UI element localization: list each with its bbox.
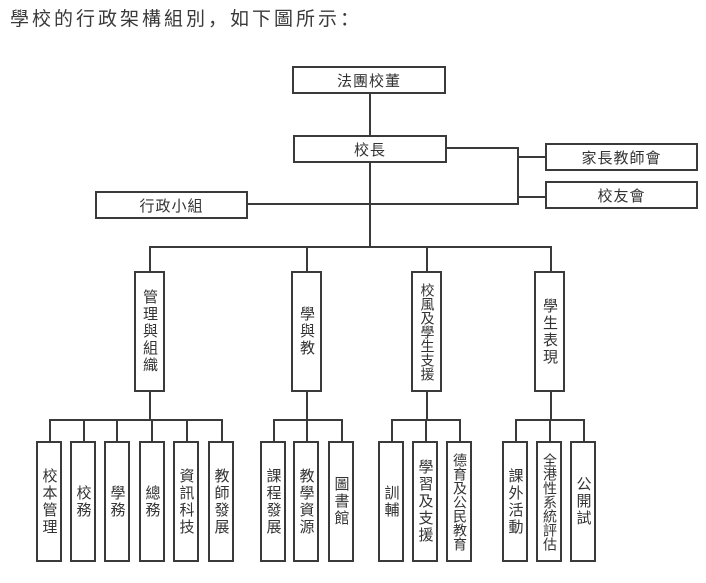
unit-box: 教師發展	[208, 441, 234, 562]
unit-label: 德育及公民教育	[451, 452, 467, 551]
division-box: 管理與組織	[134, 271, 165, 392]
connector-line	[151, 419, 153, 442]
pta-box: 家長教師會	[545, 143, 698, 171]
division-label: 學生表現	[541, 297, 559, 366]
division-box: 學與教	[291, 271, 322, 392]
unit-label: 校本管理	[40, 467, 59, 536]
unit-label: 教師發展	[212, 467, 231, 536]
connector-line	[391, 419, 393, 442]
unit-label: 全港性系統評估	[541, 452, 557, 551]
connector-line	[426, 246, 428, 272]
unit-label: 課程發展	[264, 467, 283, 536]
connector-line	[517, 196, 546, 198]
principal-label: 校長	[353, 140, 386, 159]
connector-line	[369, 162, 371, 248]
alumni-label: 校友會	[597, 186, 646, 205]
connector-line	[83, 419, 85, 442]
admin-group-label: 行政小組	[139, 196, 204, 215]
unit-label: 教學資源	[297, 467, 316, 536]
principal-box: 校長	[293, 135, 447, 163]
unit-label: 課外活動	[506, 467, 525, 536]
unit-box: 訓輔	[378, 441, 404, 562]
connector-line	[341, 419, 343, 442]
unit-label: 公開試	[574, 476, 593, 527]
connector-line	[116, 419, 118, 442]
unit-label: 圖書館	[332, 476, 351, 527]
connector-line	[49, 419, 223, 421]
connector-line	[186, 419, 188, 442]
connector-line	[459, 419, 461, 442]
division-box: 學生表現	[534, 271, 565, 392]
connector-line	[221, 419, 223, 442]
connector-line	[515, 419, 517, 442]
connector-line	[149, 246, 552, 248]
connector-line	[517, 156, 546, 158]
unit-box: 教學資源	[293, 441, 319, 562]
unit-label: 學務	[108, 484, 127, 519]
connector-line	[306, 419, 308, 442]
connector-line	[149, 391, 151, 421]
division-box: 校風及學生支援	[411, 271, 442, 392]
unit-label: 校務	[74, 484, 93, 519]
unit-label: 資訊科技	[177, 467, 196, 536]
unit-box: 課外活動	[502, 441, 528, 562]
connector-line	[273, 419, 275, 442]
connector-line	[446, 147, 519, 149]
board-box: 法團校董	[292, 66, 446, 94]
connector-line	[273, 419, 343, 421]
connector-line	[49, 419, 51, 442]
unit-box: 校務	[70, 441, 96, 562]
connector-line	[247, 203, 519, 205]
connector-line	[306, 391, 308, 421]
connector-line	[149, 246, 151, 272]
unit-box: 校本管理	[36, 441, 62, 562]
connector-line	[517, 147, 519, 205]
connector-line	[550, 246, 552, 272]
pta-label: 家長教師會	[581, 148, 662, 167]
connector-line	[306, 246, 308, 272]
division-label: 校風及學生支援	[418, 282, 435, 381]
connector-line	[426, 391, 428, 421]
division-label: 管理與組織	[141, 289, 159, 374]
connector-line	[550, 391, 552, 421]
unit-label: 學習及支援	[416, 459, 435, 544]
unit-box: 公開試	[570, 441, 596, 562]
unit-box: 德育及公民教育	[446, 441, 472, 562]
connector-line	[425, 419, 427, 442]
connector-line	[369, 93, 371, 137]
page-heading: 學校的行政架構組別，如下圖所示：	[10, 8, 363, 30]
connector-line	[549, 419, 551, 442]
unit-label: 總務	[143, 484, 162, 519]
board-label: 法團校董	[336, 71, 401, 90]
connector-line	[583, 419, 585, 442]
alumni-box: 校友會	[545, 181, 698, 209]
unit-box: 學務	[104, 441, 130, 562]
unit-box: 學習及支援	[412, 441, 438, 562]
unit-box: 課程發展	[260, 441, 286, 562]
division-label: 學與教	[298, 306, 316, 357]
unit-box: 總務	[139, 441, 165, 562]
unit-label: 訓輔	[382, 484, 401, 519]
unit-box: 圖書館	[328, 441, 354, 562]
admin-group-box: 行政小組	[95, 191, 248, 219]
unit-box: 資訊科技	[173, 441, 199, 562]
unit-box: 全港性系統評估	[536, 441, 562, 562]
